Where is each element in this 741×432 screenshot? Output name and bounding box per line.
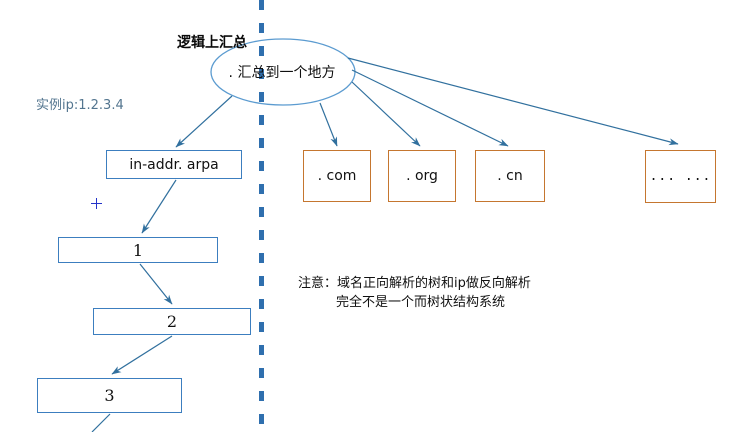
connector-two-to-three (111, 335, 173, 375)
node-octet-1[interactable]: 1 (58, 237, 218, 263)
connector-root-to-org (351, 81, 421, 147)
node-tld-org-label: . org (406, 168, 438, 184)
node-tld-com-label: . com (317, 168, 357, 184)
node-tld-cn-label: . cn (497, 168, 523, 184)
connector-three-downward (91, 413, 111, 432)
note-block: 注意：域名正向解析的树和ip做反向解析 完全不是一个而树状结构系统 (298, 274, 543, 312)
note-line-1: 注意：域名正向解析的树和ip做反向解析 (298, 276, 531, 291)
note-line-2: 完全不是一个而树状结构系统 (335, 295, 505, 310)
node-octet-3-label: 3 (104, 386, 115, 405)
node-tld-org[interactable]: . org (388, 150, 456, 202)
plus-marker (91, 198, 102, 209)
node-tld-com[interactable]: . com (303, 150, 371, 202)
connector-root-to-etc (347, 57, 679, 146)
connector-root-to-cn (351, 69, 509, 147)
connector-root-to-inaddr (175, 95, 233, 148)
node-octet-2[interactable]: 2 (93, 308, 251, 335)
root-ellipse (210, 38, 356, 106)
node-octet-3[interactable]: 3 (37, 378, 182, 413)
connector-inaddr-to-one (141, 179, 177, 234)
node-tld-etc[interactable]: ... ... (645, 150, 716, 203)
node-tld-etc-label: ... ... (649, 169, 712, 184)
node-in-addr-arpa[interactable]: in-addr. arpa (106, 150, 242, 179)
connector-root-to-com (319, 102, 338, 147)
node-tld-cn[interactable]: . cn (475, 150, 545, 202)
node-octet-2-label: 2 (166, 312, 178, 331)
connector-one-to-two (139, 263, 173, 305)
node-in-addr-arpa-label: in-addr. arpa (129, 156, 219, 173)
node-octet-1-label: 1 (132, 240, 144, 260)
